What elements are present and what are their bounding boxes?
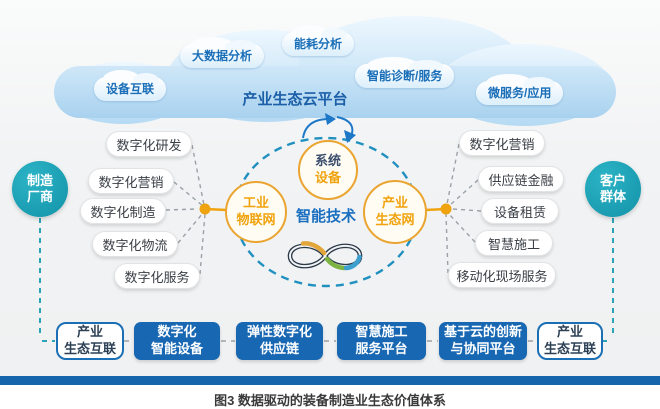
cloud-node-smart-diagnosis: 智能诊断/服务 xyxy=(355,56,455,88)
bottom-box-digital-smart-equipment: 数字化 智能设备 xyxy=(134,322,220,360)
actor-label-line: 厂商 xyxy=(26,189,53,204)
bottom-box-flexible-digital-supplychain: 弹性数字化 供应链 xyxy=(236,322,323,360)
bottom-item-line: 智能设备 xyxy=(150,341,203,356)
actor-label-line: 群体 xyxy=(599,189,626,204)
bottom-item-line: 产业 xyxy=(76,324,103,340)
cloud-node-bigdata-analysis: 大数据分析 xyxy=(180,36,265,68)
actor-label-line: 制造 xyxy=(26,172,53,188)
bottom-item-line: 弹性数字化 xyxy=(246,324,312,340)
right-pill-digital-marketing: 数字化营销 xyxy=(459,130,545,156)
bottom-item-line: 供应链 xyxy=(259,341,299,356)
cycle-arrows-icon xyxy=(302,113,356,143)
infinity-icon xyxy=(287,241,363,271)
core-circle-industrial-iot: 工业 物联网 xyxy=(225,181,287,243)
divider-bar xyxy=(0,376,660,385)
core-circle-label-line: 工业 xyxy=(242,195,269,211)
bottom-pill-ecosystem-interconnect-left: 产业 生态互联 xyxy=(56,322,124,360)
bottom-item-line: 数字化 xyxy=(157,324,197,340)
left-pill-digital-service: 数字化服务 xyxy=(114,263,200,289)
cloud-node-energy-analysis: 能耗分析 xyxy=(282,24,355,56)
left-pill-digital-rd: 数字化研发 xyxy=(106,131,192,157)
bottom-pill-ecosystem-interconnect-right: 产业 生态互联 xyxy=(537,322,603,360)
bottom-box-cloud-innovation-platform: 基于云的创新 与协同平台 xyxy=(439,322,527,360)
bottom-item-line: 智慧施工 xyxy=(355,324,408,340)
figure-caption: 图3 数据驱动的装备制造业生态价值体系 xyxy=(214,393,446,408)
bottom-box-smart-construction-platform: 智慧施工 服务平台 xyxy=(337,322,426,360)
core-circle-label-line: 生态网 xyxy=(375,212,415,227)
cloud-platform-title: 产业生态云平台 xyxy=(242,91,348,108)
right-pill-supplychain-finance: 供应链金融 xyxy=(478,166,564,192)
core-circle-label-line: 设备 xyxy=(314,170,341,185)
core-circle-label-line: 物联网 xyxy=(236,212,276,227)
actor-manufacturers: 制造 厂商 xyxy=(12,161,68,217)
bottom-item-line: 基于云的创新 xyxy=(443,324,522,340)
right-dashed-fan xyxy=(445,143,482,274)
right-junction-dot xyxy=(425,203,452,215)
left-dashed-fan xyxy=(165,144,206,275)
right-pill-smart-construction: 智慧施工 xyxy=(475,230,553,256)
bottom-item-line: 生态互联 xyxy=(543,341,596,356)
core-circle-label-line: 系统 xyxy=(314,153,341,169)
left-pill-digital-logistics: 数字化物流 xyxy=(92,231,178,257)
cloud-node-microservice-app: 微服务/应用 xyxy=(476,73,564,105)
right-pill-mobile-field-service: 移动化现场服务 xyxy=(448,262,556,288)
right-pill-equipment-leasing: 设备租赁 xyxy=(481,198,559,224)
left-pill-digital-marketing: 数字化营销 xyxy=(88,168,174,194)
bottom-item-line: 生态互联 xyxy=(63,341,116,356)
left-pill-digital-manufacturing: 数字化制造 xyxy=(80,198,166,224)
core-circle-system-equipment: 系统 设备 xyxy=(298,140,358,200)
actor-label-line: 客户 xyxy=(599,172,626,188)
bottom-item-line: 与协同平台 xyxy=(450,341,516,356)
core-circle-industry-ecosystem: 产业 生态网 xyxy=(363,180,427,244)
left-junction-dot xyxy=(199,203,228,215)
cloud-node-device-interconnect: 设备互联 xyxy=(94,69,167,101)
bottom-item-line: 产业 xyxy=(556,324,583,340)
core-circle-label-line: 产业 xyxy=(381,195,408,211)
core-label-smart-technology: 智能技术 xyxy=(295,208,356,225)
bottom-item-line: 服务平台 xyxy=(355,341,408,356)
actor-customers: 客户 群体 xyxy=(585,161,641,217)
teal-dashed-connectors xyxy=(39,218,614,342)
